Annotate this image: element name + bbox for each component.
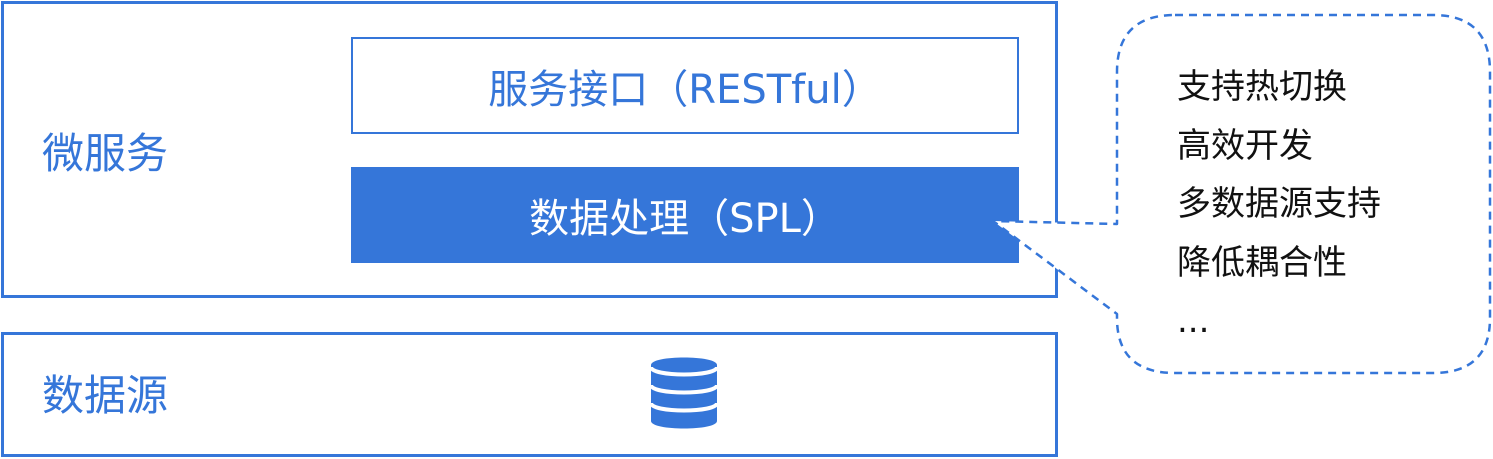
service-interface-label: 服务接口（RESTful） xyxy=(488,66,882,113)
feature-hot-swap: 支持热切换 xyxy=(1177,67,1347,107)
microservice-label: 微服务 xyxy=(42,129,169,178)
feature-low-coupling: 降低耦合性 xyxy=(1177,242,1347,283)
database-icon xyxy=(649,357,719,429)
feature-efficient-dev: 高效开发 xyxy=(1177,125,1313,166)
feature-list: 支持热切换 高效开发 多数据源支持 降低耦合性 ... xyxy=(1177,58,1381,351)
data-processing-box: 数据处理（SPL） xyxy=(351,167,1019,263)
data-processing-label: 数据处理（SPL） xyxy=(529,196,841,242)
feature-multi-source: 多数据源支持 xyxy=(1177,184,1381,224)
datasource-label: 数据源 xyxy=(42,371,169,420)
feature-more: ... xyxy=(1177,301,1210,341)
service-interface-box: 服务接口（RESTful） xyxy=(351,37,1019,134)
datasource-container xyxy=(1,332,1058,457)
